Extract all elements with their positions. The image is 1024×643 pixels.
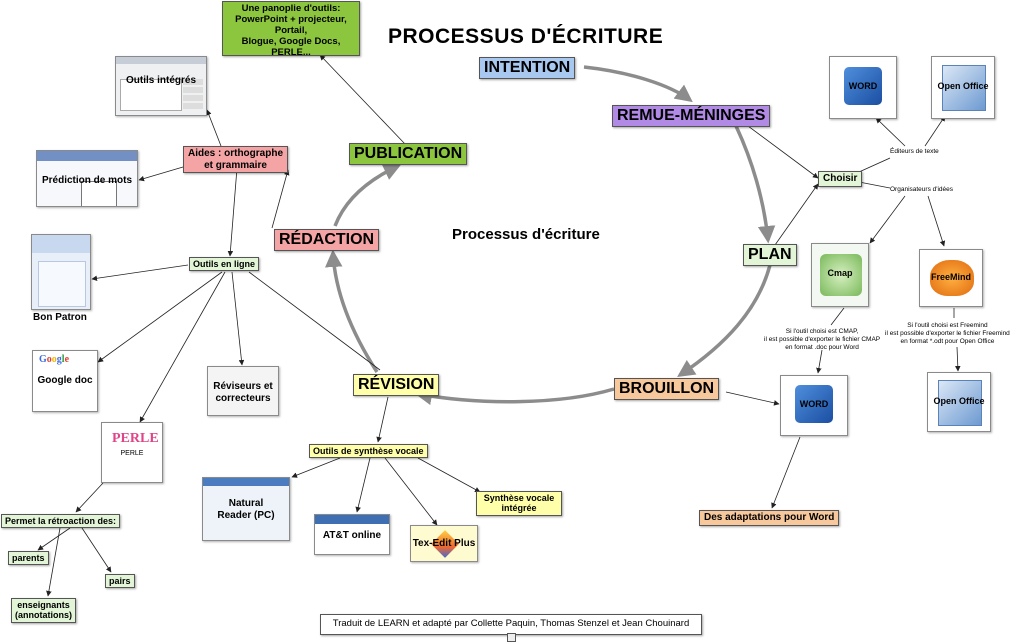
word-caption: WORD bbox=[848, 81, 878, 91]
freemind-thumbnail: FreeMind bbox=[919, 249, 983, 307]
stage-plan: PLAN bbox=[743, 244, 797, 267]
openoffice-thumbnail-top: Open Office bbox=[931, 56, 995, 119]
arrow-intention-remue bbox=[583, 65, 693, 103]
publication-tools: Une panoplie d'outils: PowerPoint + proj… bbox=[222, 1, 360, 58]
arrow-brouillon-revision bbox=[414, 387, 615, 406]
word-thumbnail-brouillon: WORD bbox=[780, 375, 848, 436]
butterfly-icon bbox=[930, 260, 974, 296]
openoffice-caption-2: Open Office bbox=[933, 396, 985, 406]
bon-patron-label: Bon Patron bbox=[33, 312, 87, 323]
word-caption-2: WORD bbox=[799, 399, 829, 409]
texedit-thumbnail: Tex-Edit Plus bbox=[410, 525, 478, 562]
toolbar-strip bbox=[37, 151, 137, 161]
editeurs-label: Éditeurs de texte bbox=[890, 148, 939, 155]
suggestion-list bbox=[81, 181, 117, 206]
cmap-note: Si l'outil choisi est CMAP, il est possi… bbox=[764, 328, 881, 351]
outils-en-ligne: Outils en ligne bbox=[189, 257, 260, 272]
bon-patron-screenshot bbox=[31, 234, 91, 310]
perle-caption: PERLE bbox=[120, 450, 144, 457]
parents-node: parents bbox=[8, 551, 49, 566]
outils-integres-screenshot: Outils intégrés bbox=[115, 56, 207, 116]
freemind-note: Si l'outil choisi est Freemind il est po… bbox=[885, 322, 1010, 345]
cmap-thumbnail: Cmap bbox=[811, 243, 869, 307]
page-body bbox=[38, 261, 86, 307]
google-logo: Google bbox=[39, 354, 70, 365]
stage-publication: PUBLICATION bbox=[349, 143, 468, 166]
texedit-caption: Tex-Edit Plus bbox=[412, 538, 476, 549]
openoffice-icon bbox=[942, 65, 986, 111]
freemind-caption: FreeMind bbox=[930, 272, 971, 282]
google-doc-caption: Google doc bbox=[37, 375, 93, 386]
retroaction-node: Permet la rétroaction des: bbox=[1, 514, 121, 529]
dialog-buttons bbox=[183, 79, 203, 109]
prediction-screenshot: Prédiction de mots bbox=[36, 150, 138, 207]
arrow-plan-brouillon bbox=[677, 264, 772, 377]
app-header bbox=[203, 478, 289, 486]
reviseurs-caption: Réviseurs et correcteurs bbox=[213, 381, 273, 404]
page-banner bbox=[32, 235, 90, 253]
openoffice-icon-2 bbox=[938, 380, 982, 426]
cmap-icon bbox=[820, 254, 862, 296]
perle-logo: PERLE bbox=[112, 431, 159, 446]
center-label: Processus d'écriture bbox=[452, 226, 600, 243]
att-caption: AT&T online bbox=[322, 530, 382, 541]
word-icon-2 bbox=[795, 385, 833, 423]
aides-ortho-grammaire: Aides : orthographe et grammaire bbox=[183, 146, 288, 173]
outils-integres-caption: Outils intégrés bbox=[125, 75, 196, 86]
arrow-revision-redaction bbox=[325, 249, 379, 373]
natural-reader-caption: Natural Reader (PC) bbox=[217, 498, 275, 521]
connectors bbox=[37, 54, 961, 597]
credits-footer: Traduit de LEARN et adapté par Collette … bbox=[320, 614, 702, 635]
organisateurs-label: Organisateurs d'idées bbox=[890, 186, 954, 193]
adaptations-word: Des adaptations pour Word bbox=[699, 510, 840, 526]
stage-revision: RÉVISION bbox=[353, 374, 440, 397]
natural-reader-screenshot: Natural Reader (PC) bbox=[202, 477, 290, 541]
synthese-integree-node: Synthèse vocale intégrée bbox=[476, 491, 562, 516]
page-title: PROCESSUS D'ÉCRITURE bbox=[388, 25, 664, 48]
stage-remue-meninges: REMUE-MÉNINGES bbox=[612, 105, 771, 128]
reviseurs-thumbnail: Réviseurs et correcteurs bbox=[207, 366, 279, 416]
pairs-node: pairs bbox=[105, 574, 135, 589]
word-icon bbox=[844, 67, 882, 105]
arrow-redaction-publication bbox=[333, 163, 402, 227]
choisir-node: Choisir bbox=[818, 171, 863, 187]
enseignants-node: enseignants (annotations) bbox=[11, 598, 76, 623]
perle-screenshot: PERLE PERLE bbox=[101, 422, 163, 483]
google-doc-screenshot: Google Google doc bbox=[32, 350, 98, 412]
att-screenshot: AT&T online bbox=[314, 514, 390, 555]
openoffice-thumbnail-bottom: Open Office bbox=[927, 372, 991, 432]
cmap-caption: Cmap bbox=[827, 268, 853, 278]
expand-toggle-icon[interactable] bbox=[507, 633, 516, 642]
att-banner bbox=[315, 515, 389, 524]
arrow-remue-plan bbox=[734, 125, 776, 244]
openoffice-caption: Open Office bbox=[937, 81, 989, 91]
word-thumbnail-top: WORD bbox=[829, 56, 897, 119]
stage-redaction: RÉDACTION bbox=[274, 229, 380, 252]
stage-brouillon: BROUILLON bbox=[614, 378, 720, 401]
stage-intention: INTENTION bbox=[479, 57, 576, 80]
dialog-list bbox=[120, 79, 182, 111]
cycle-arrows bbox=[325, 65, 776, 406]
dialog-titlebar bbox=[116, 57, 206, 64]
prediction-caption: Prédiction de mots bbox=[41, 175, 132, 186]
synthese-vocale-node: Outils de synthèse vocale bbox=[309, 444, 428, 459]
